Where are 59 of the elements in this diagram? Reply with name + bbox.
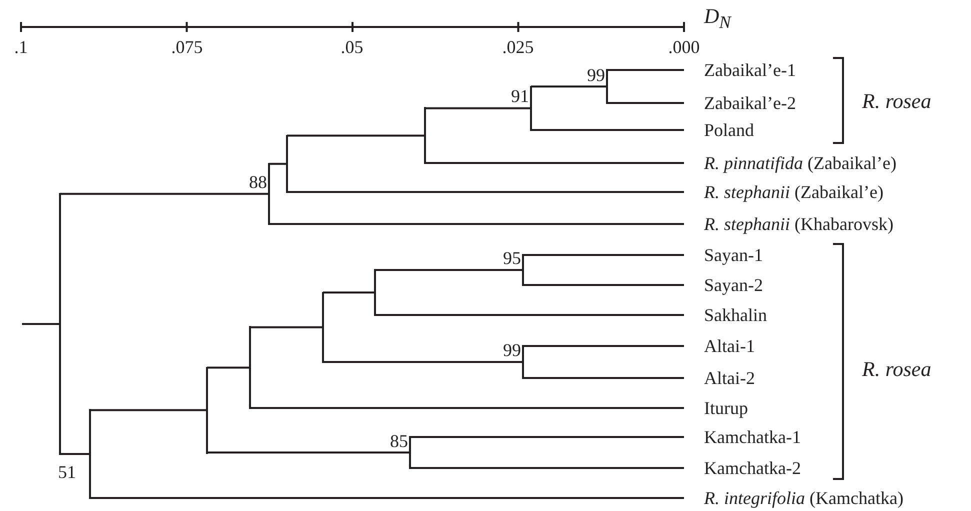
taxon-label: R. stephanii (Khabarovsk): [686, 214, 894, 234]
branch-line: [269, 223, 684, 225]
branch-line: [607, 69, 684, 71]
taxon-label: Sakhalin: [686, 305, 767, 325]
branch-line: [90, 409, 206, 412]
bootstrap-value: 95: [503, 248, 521, 268]
branch-line: [523, 377, 684, 379]
taxon-label: R. integrifolia (Kamchatka): [686, 488, 904, 508]
bootstrap-value: 91: [511, 86, 529, 106]
branch-line: [531, 86, 606, 88]
branch-line: [523, 345, 684, 347]
taxon-label: Poland: [686, 120, 754, 140]
branch-line: [22, 322, 59, 325]
group-label: R. rosea: [862, 357, 932, 382]
tick-label: .000: [668, 37, 700, 57]
branch-line: [287, 134, 424, 137]
branch-line: [60, 453, 89, 456]
branch-line: [287, 191, 684, 193]
branch-line: [523, 254, 684, 256]
branch-line: [250, 407, 684, 409]
tick-label: .1: [14, 37, 28, 57]
taxon-label: Zabaikal’e-1: [686, 60, 796, 80]
branch-line: [323, 292, 374, 294]
group-label: R. rosea: [862, 89, 932, 114]
bootstrap-value: 85: [390, 430, 408, 450]
bootstrap-value: 88: [249, 172, 267, 192]
taxon-label: Sayan-1: [686, 245, 763, 265]
branch-line: [207, 452, 409, 454]
taxon-label: R. stephanii (Zabaikal’e): [686, 182, 884, 202]
taxon-label: Sayan-2: [686, 275, 763, 295]
branch-line: [410, 467, 684, 469]
tick-label: .075: [171, 37, 203, 57]
taxon-label: Altai-1: [686, 336, 755, 356]
branch-line: [90, 497, 684, 499]
branch-line: [410, 436, 684, 438]
branch-line: [375, 269, 522, 271]
taxon-label: Zabaikal’e-2: [686, 93, 796, 113]
tick-label: .025: [502, 37, 534, 57]
branch-line: [531, 129, 684, 131]
bootstrap-value: 51: [58, 462, 76, 482]
axis-title: D$_{N}$: [704, 4, 731, 34]
branch-line: [207, 366, 249, 369]
bootstrap-value: 99: [587, 64, 605, 84]
branch-line: [375, 314, 684, 316]
taxon-label: Kamchatka-2: [686, 458, 801, 478]
branch-line: [269, 162, 286, 165]
branch-line: [250, 326, 322, 328]
taxon-label: Kamchatka-1: [686, 427, 801, 447]
taxon-label: Altai-2: [686, 368, 755, 388]
branch-line: [425, 107, 530, 110]
branch-line: [60, 192, 268, 195]
branch-line: [425, 162, 684, 164]
tick-label: .05: [340, 37, 364, 57]
taxon-label: R. pinnatifida (Zabaikal’e): [686, 153, 896, 173]
branch-line: [323, 361, 522, 363]
bootstrap-value: 99: [503, 340, 521, 360]
branch-line: [607, 102, 684, 104]
branch-line: [523, 284, 684, 286]
taxon-label: Iturup: [686, 398, 748, 418]
